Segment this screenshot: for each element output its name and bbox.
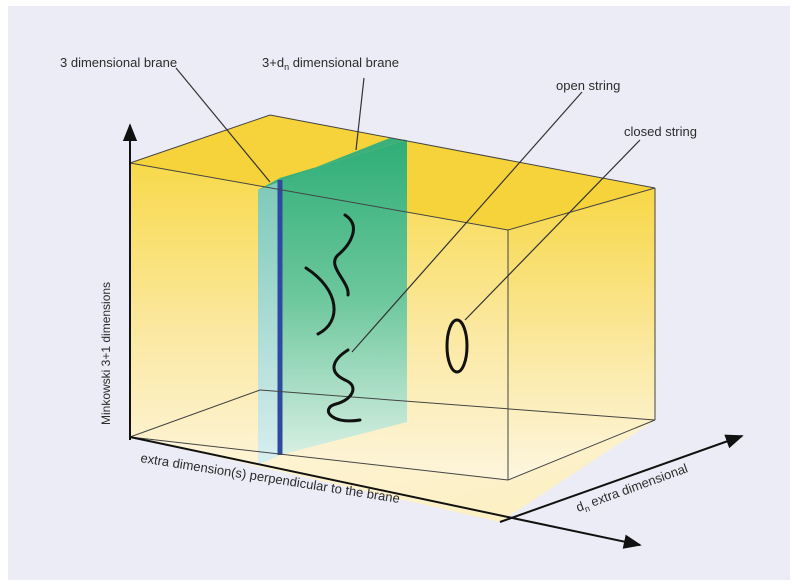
leader-lines: [175, 67, 641, 353]
open-string-arc: [304, 266, 336, 336]
box-edges: [129, 114, 656, 481]
label-closed-string: closed string: [624, 124, 697, 139]
label-3dn-brane: 3+dn dimensional brane: [262, 55, 399, 72]
thick-brane: [280, 140, 407, 455]
z-axis-arrow: [499, 434, 744, 523]
x-axis-arrow: [129, 436, 642, 549]
label-open-string: open string: [556, 78, 620, 93]
label-3d-brane: 3 dimensional brane: [60, 55, 177, 70]
open-strings: [304, 213, 362, 423]
open-string-top: [333, 213, 355, 297]
closed-string: [445, 318, 469, 374]
open-string-bottom: [326, 348, 362, 423]
label-y-axis: Minkowski 3+1 dimensions: [99, 282, 113, 425]
thin-brane: [258, 178, 280, 465]
thick-brane-top: [258, 138, 407, 190]
box-right-face: [508, 188, 655, 480]
